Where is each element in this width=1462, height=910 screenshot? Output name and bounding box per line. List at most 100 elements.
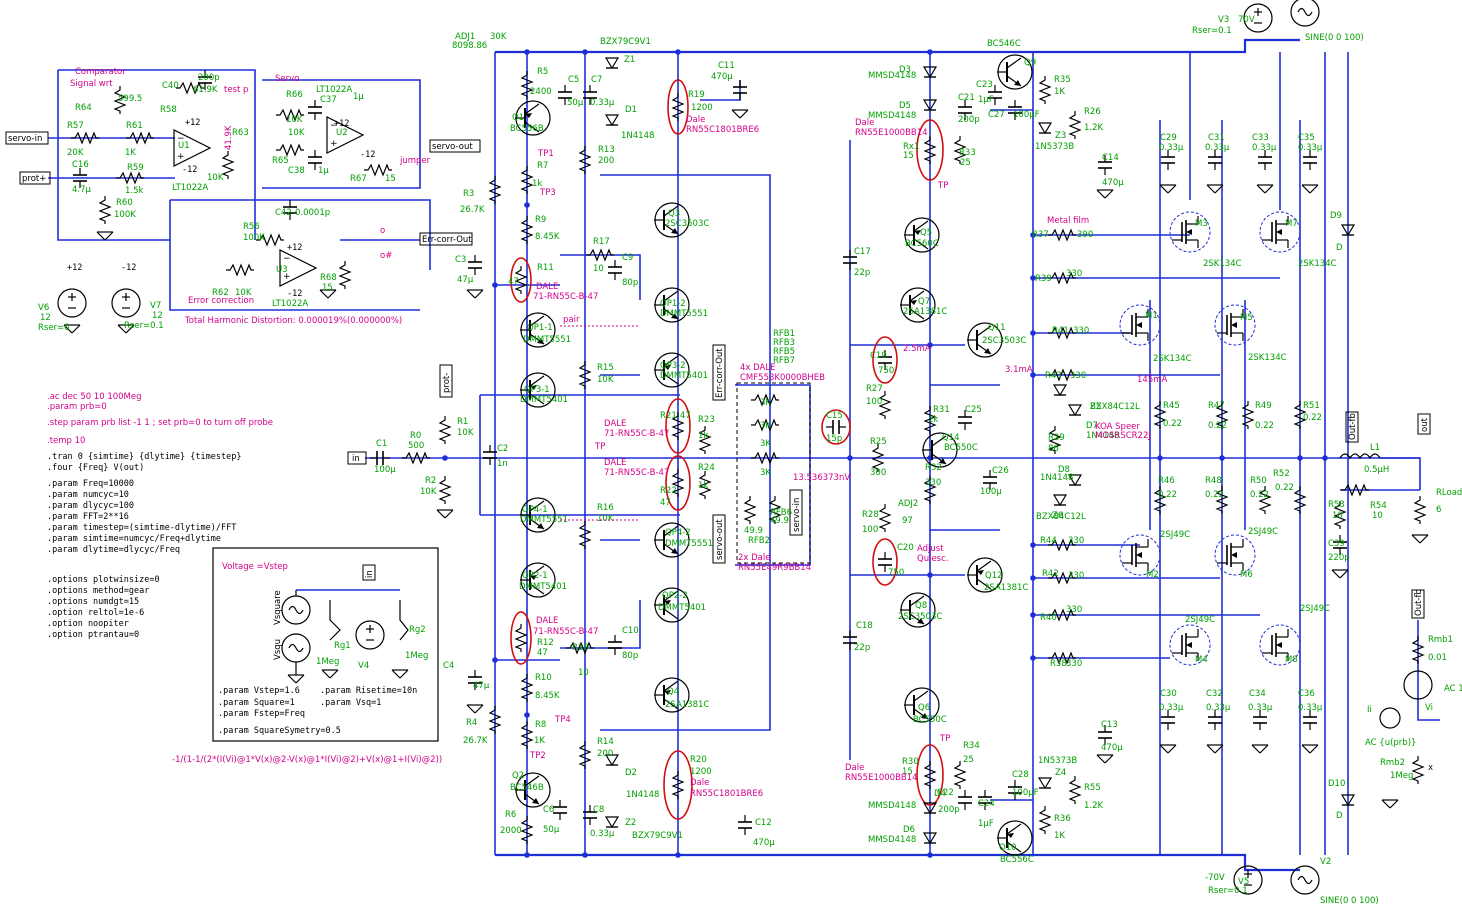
- svg-text:M6: M6: [1240, 570, 1253, 580]
- svg-text:D3: D3: [899, 65, 911, 75]
- svg-text:R65: R65: [272, 156, 289, 166]
- svg-text:R10: R10: [535, 673, 552, 683]
- svg-text:100µ: 100µ: [980, 487, 1002, 497]
- svg-text:1Meg: 1Meg: [405, 651, 428, 661]
- svg-text:R22: R22: [660, 486, 677, 496]
- svg-text:RFB2: RFB2: [748, 536, 770, 546]
- opamps: [173, 116, 364, 287]
- svg-text:1µF: 1µF: [978, 95, 994, 105]
- svg-text:10K: 10K: [597, 375, 614, 385]
- svg-text:R31: R31: [933, 405, 950, 415]
- svg-text:3K: 3K: [760, 421, 771, 431]
- svg-text:0.33µ: 0.33µ: [1298, 703, 1323, 713]
- svg-text:BZX79C9V1: BZX79C9V1: [600, 37, 651, 47]
- svg-text:0.33µ: 0.33µ: [1205, 143, 1230, 153]
- svg-text:+12: +12: [334, 119, 349, 129]
- svg-text:R0: R0: [410, 431, 421, 441]
- svg-text:0.22: 0.22: [1303, 413, 1322, 423]
- svg-text:0.33µ: 0.33µ: [1252, 143, 1277, 153]
- svg-text:C30: C30: [1160, 689, 1177, 699]
- svg-text:C15: C15: [826, 411, 843, 421]
- svg-text:TP1: TP1: [537, 149, 554, 159]
- svg-text:C12: C12: [755, 818, 772, 828]
- svg-text:1Meg: 1Meg: [1390, 771, 1413, 781]
- svg-text:M8: M8: [1285, 655, 1298, 665]
- svg-text:R56: R56: [243, 222, 260, 232]
- svg-text:0.33µ: 0.33µ: [1159, 143, 1184, 153]
- svg-text:330: 330: [1070, 371, 1086, 381]
- svg-text:.options plotwinsize=0: .options plotwinsize=0: [47, 575, 160, 585]
- svg-text:Z1: Z1: [624, 55, 635, 65]
- svg-text:Rx1: Rx1: [903, 142, 919, 152]
- error-title: Error correction: [188, 296, 254, 306]
- comparator-labels: Comparator Signal wrt Servo Error correc…: [67, 67, 431, 326]
- svg-text:R16: R16: [597, 503, 614, 513]
- svg-text:R64: R64: [75, 103, 92, 113]
- svg-text:49.9: 49.9: [744, 526, 763, 536]
- svg-text:100: 100: [866, 397, 882, 407]
- svg-text:15: 15: [903, 151, 914, 161]
- svg-text:70V: 70V: [1238, 15, 1255, 25]
- svg-text:MMSD4148: MMSD4148: [868, 71, 916, 81]
- svg-text:R48: R48: [1205, 476, 1222, 486]
- svg-text:Metal film: Metal film: [1047, 216, 1089, 226]
- svg-text:BC546B: BC546B: [510, 783, 544, 793]
- svg-text:AC {u(prb)}: AC {u(prb)}: [1365, 738, 1416, 748]
- svg-text:R37: R37: [1032, 230, 1049, 240]
- svg-text:M5: M5: [1240, 313, 1253, 323]
- svg-text:C16: C16: [72, 160, 89, 170]
- svg-text:R51: R51: [1303, 401, 1320, 411]
- svg-text:C8: C8: [593, 805, 604, 815]
- svg-text:330: 330: [1068, 571, 1084, 581]
- svg-text:R32: R32: [925, 463, 942, 473]
- svg-text:C35: C35: [1298, 133, 1315, 143]
- svg-text:R11: R11: [537, 263, 554, 273]
- svg-text:Dale: Dale: [686, 115, 705, 125]
- svg-text:Dale: Dale: [855, 118, 874, 128]
- svg-text:50µ: 50µ: [567, 98, 584, 108]
- svg-text:330: 330: [1066, 659, 1082, 669]
- svg-text:SINE(0 0 100): SINE(0 0 100): [1320, 896, 1379, 906]
- svg-text:QP4-2: QP4-2: [665, 528, 691, 538]
- svg-text:1k: 1k: [698, 431, 708, 441]
- svg-text:1.2K: 1.2K: [1084, 801, 1104, 811]
- svg-text:2000: 2000: [500, 826, 522, 836]
- svg-text:Dale: Dale: [845, 763, 864, 773]
- svg-text:LT1022A: LT1022A: [272, 299, 308, 309]
- svg-text:15: 15: [322, 283, 333, 293]
- svg-text:0.22: 0.22: [1208, 421, 1227, 431]
- svg-text:R15: R15: [597, 363, 614, 373]
- svg-text:C34: C34: [1249, 689, 1266, 699]
- svg-text:47µ: 47µ: [457, 275, 474, 285]
- svg-text:D9: D9: [1330, 211, 1342, 221]
- svg-text:DALE: DALE: [604, 419, 626, 429]
- svg-text:Z5: Z5: [1090, 402, 1101, 412]
- svg-text:.option noopiter: .option noopiter: [47, 619, 129, 629]
- svg-text:0.22: 0.22: [1275, 483, 1294, 493]
- svg-text:R28: R28: [862, 510, 879, 520]
- port-servo-in-v: servo-in: [792, 498, 802, 532]
- svg-text:RN55E49R9BB14: RN55E49R9BB14: [738, 563, 811, 573]
- svg-text:80p: 80p: [622, 651, 638, 661]
- thd-label: Total Harmonic Distortion: 0.000019%(0.0…: [184, 316, 402, 326]
- svg-text:10: 10: [1372, 511, 1383, 521]
- svg-text:RN55E1000BB14: RN55E1000BB14: [845, 773, 918, 783]
- svg-text:R41: R41: [1052, 326, 1069, 336]
- svg-text:Vi: Vi: [1425, 703, 1433, 713]
- svg-text:V5: V5: [1238, 877, 1249, 887]
- svg-text:-12: -12: [287, 289, 302, 299]
- svg-text:2x Dale: 2x Dale: [738, 553, 771, 563]
- svg-text:C40: C40: [162, 81, 179, 91]
- svg-text:47: 47: [537, 648, 548, 658]
- svg-text:1200: 1200: [691, 103, 713, 113]
- svg-text:47µ: 47µ: [473, 681, 490, 691]
- svg-text:0.5µH: 0.5µH: [1364, 465, 1389, 475]
- svg-text:RFB6: RFB6: [770, 508, 792, 518]
- svg-text:C7: C7: [591, 75, 602, 85]
- svg-text:C1: C1: [376, 439, 387, 449]
- svg-text:C3: C3: [455, 255, 466, 265]
- svg-text:R1: R1: [457, 417, 468, 427]
- svg-text:25: 25: [963, 755, 974, 765]
- svg-text:200: 200: [597, 749, 613, 759]
